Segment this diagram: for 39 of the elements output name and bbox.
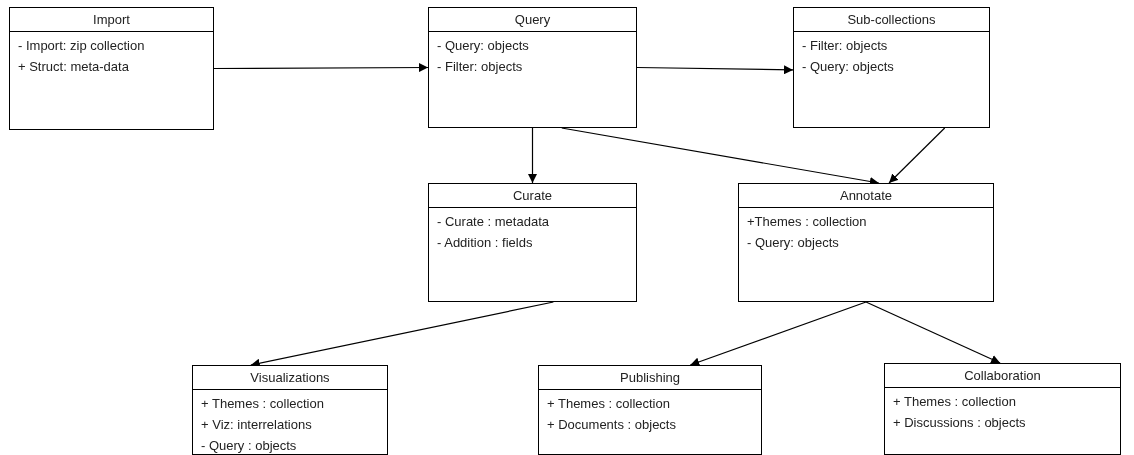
attribute-text: + Themes : collection [547, 396, 671, 411]
class-name: Annotate [839, 189, 892, 202]
attribute-text: - Query : objects [201, 438, 298, 453]
class-name: Curate [513, 189, 552, 202]
class-box [192, 365, 388, 455]
class-box [538, 365, 762, 455]
class-name: Sub-collections [847, 13, 936, 26]
attribute-text: + Themes : collection [893, 394, 1017, 409]
class-box [793, 7, 990, 128]
attribute-text: - Import: zip collection [18, 38, 146, 53]
attribute-text: - Filter: objects [802, 38, 889, 53]
class-name: Publishing [620, 371, 680, 384]
class-box [428, 183, 637, 302]
attribute-text: - Filter: objects [437, 59, 524, 74]
association-arrow [213, 63, 429, 73]
attribute-text: - Query: objects [802, 59, 895, 74]
class-name: Query [514, 13, 551, 26]
attribute-text: + Documents : objects [547, 417, 677, 432]
class-box [884, 363, 1121, 455]
class-box [428, 7, 637, 128]
attribute-text: - Curate : metadata [437, 214, 550, 229]
attribute-text: + Viz: interrelations [201, 417, 313, 432]
association-arrow [636, 65, 794, 75]
class-name: Visualizations [250, 371, 330, 384]
attribute-text: + Themes : collection [201, 396, 325, 411]
attribute-text: - Addition : fields [437, 235, 534, 250]
association-arrow [865, 301, 1001, 364]
attribute-text: + Struct: meta-data [18, 59, 130, 74]
class-box [738, 183, 994, 302]
association-arrow [888, 127, 946, 184]
attribute-text: - Query: objects [437, 38, 530, 53]
class-name: Collaboration [964, 369, 1041, 382]
attribute-text: + Discussions : objects [893, 415, 1027, 430]
association-arrow [528, 127, 537, 184]
association-arrow [689, 301, 867, 367]
class-name: Import [93, 13, 130, 26]
attribute-text: +Themes : collection [747, 214, 868, 229]
class-box [9, 7, 214, 130]
attribute-text: - Query: objects [747, 235, 840, 250]
